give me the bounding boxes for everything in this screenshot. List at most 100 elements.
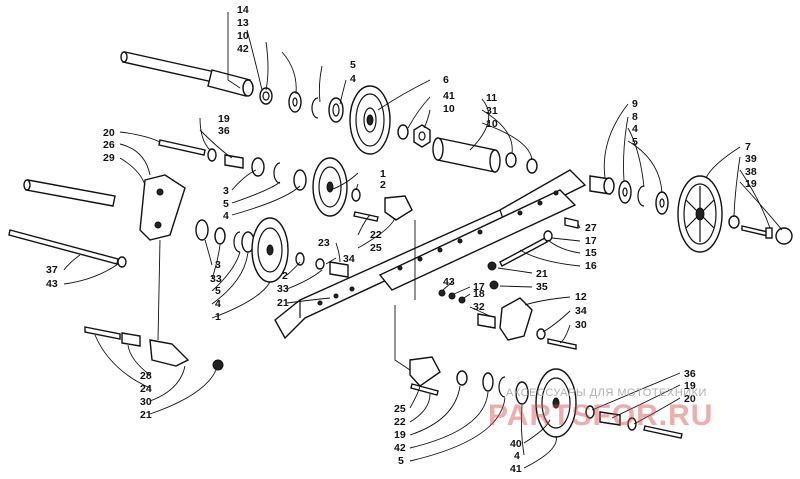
callout-19b: 19: [218, 113, 230, 125]
nut-21: [487, 261, 497, 271]
callout-30b: 30: [140, 396, 152, 408]
idler-wheel-6: [349, 85, 391, 155]
callout-12: 12: [575, 291, 587, 303]
bumper-12: [499, 297, 533, 341]
callout-4e: 4: [514, 450, 520, 462]
bearing-4: [328, 97, 344, 123]
callout-19c: 19: [684, 380, 696, 392]
watermark-subtitle: АКСЕССУАРЫ ДЛЯ МОТОТЕХНИКИ: [506, 387, 707, 399]
cap-38: [775, 227, 793, 245]
washer-43: [117, 256, 127, 268]
callout-8: 8: [632, 111, 638, 123]
callout-2: 2: [380, 179, 386, 191]
callout-9: 9: [632, 98, 638, 110]
callout-3b: 3: [215, 259, 221, 271]
callout-19d: 19: [394, 429, 406, 441]
callout-41b: 41: [510, 463, 522, 475]
bearing-4-bottom: [515, 381, 529, 405]
snap-ring-5-lower: [233, 231, 241, 253]
nut-10: [413, 124, 431, 148]
snap-ring-5-bottom: [498, 376, 506, 398]
callout-26: 26: [103, 139, 115, 151]
bearing-3-lower: [195, 219, 209, 241]
bolt-bottom: [643, 425, 683, 439]
callout-41: 41: [443, 90, 455, 102]
callout-19: 19: [745, 178, 757, 190]
callout-30: 30: [575, 319, 587, 331]
mount-block-25: [384, 195, 413, 221]
watermark: АКСЕССУАРЫ ДЛЯ МОТОТЕХНИКИ PARTSFOR.RU: [488, 387, 712, 432]
bolt-22-bottom: [410, 383, 439, 396]
bolt-19: [741, 225, 773, 239]
callout-40: 40: [510, 438, 522, 450]
callout-5d: 5: [215, 285, 221, 297]
bolt-22: [353, 211, 379, 222]
spacer-23: [329, 261, 349, 278]
rear-axle-shaft: [120, 51, 254, 97]
callout-6: 6: [443, 74, 449, 86]
callout-4: 4: [350, 73, 356, 85]
wheel-1-upper: [312, 157, 348, 217]
callout-36b: 36: [684, 368, 696, 380]
idler-wheel-7: [677, 175, 723, 253]
callout-4c: 4: [223, 210, 229, 222]
callout-25b: 25: [394, 403, 406, 415]
spacer-9: [589, 175, 615, 195]
bolt-20: [158, 139, 206, 156]
callout-23: 23: [318, 237, 330, 249]
spacer-33-lower: [214, 227, 226, 245]
leader-lines: [63, 12, 783, 469]
callout-43b: 43: [443, 276, 455, 288]
callout-2b: 2: [282, 270, 288, 282]
callout-labels: 14 13 10 42 5 4 6 41 10 11 31 10 9 8 4 5…: [46, 4, 757, 475]
callout-31: 31: [486, 105, 498, 117]
washer-34-right: [536, 328, 546, 340]
callout-13: 13: [237, 17, 249, 29]
callout-1: 1: [380, 168, 386, 180]
washer-19-bottom: [456, 370, 468, 386]
callout-15: 15: [585, 247, 597, 259]
callout-18: 18: [473, 288, 485, 300]
callout-22: 22: [370, 229, 382, 241]
washer-10-right: [526, 158, 538, 174]
callout-16: 16: [585, 260, 597, 272]
callout-21b: 21: [536, 268, 548, 280]
callout-3: 3: [223, 185, 229, 197]
callout-27: 27: [585, 222, 597, 234]
callout-4d: 4: [215, 298, 221, 310]
sleeve-24: [121, 332, 141, 347]
washer-19-upper: [207, 148, 217, 162]
wheel-1-lower: [251, 217, 289, 283]
callout-10: 10: [237, 30, 249, 42]
slide-rail: [274, 169, 587, 340]
washer-36-bottom: [585, 405, 595, 419]
callout-33b: 33: [210, 273, 222, 285]
callout-7: 7: [745, 141, 751, 153]
sleeve-36: [224, 154, 244, 169]
callout-5b: 5: [632, 136, 638, 148]
callout-1b: 1: [215, 311, 221, 323]
callout-5c: 5: [223, 198, 229, 210]
nut-21-left: [212, 359, 224, 371]
callout-34b: 34: [575, 305, 587, 317]
washer-2-lower: [295, 252, 305, 266]
callout-5: 5: [350, 59, 356, 71]
spacer-tube-11: [432, 137, 501, 173]
callout-42: 42: [237, 43, 249, 55]
callout-35: 35: [536, 281, 548, 293]
callout-22b: 22: [394, 416, 406, 428]
washer-2-upper: [351, 188, 361, 202]
sleeve-19-bottom: [599, 411, 621, 426]
nuts-43-17-18: [438, 289, 466, 304]
snap-ring-4: [637, 185, 645, 207]
rear-shaft-29: [23, 179, 116, 207]
bolt-30-left: [84, 326, 121, 340]
snap-ring-5: [311, 97, 319, 119]
callout-37: 37: [46, 264, 58, 276]
callout-10c: 10: [486, 118, 498, 130]
bearing-5: [655, 191, 669, 215]
spacer-32: [477, 313, 496, 329]
idler-wheel-40: [535, 368, 577, 438]
snap-ring-5-upper: [273, 162, 281, 184]
